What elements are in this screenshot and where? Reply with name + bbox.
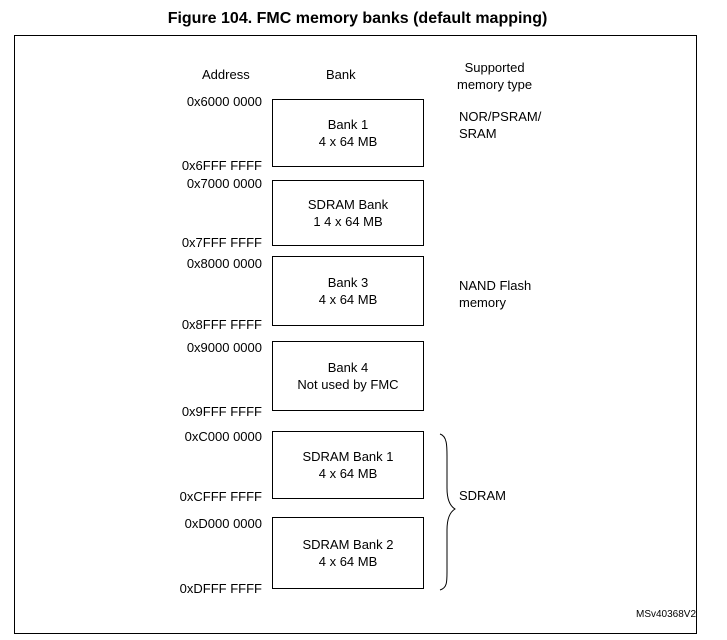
bank-size: 4 x 64 MB: [318, 292, 378, 307]
bank1-start-address: 0x6000 0000: [186, 94, 262, 109]
bank5-start-address: 0xC000 0000: [184, 429, 262, 444]
bank6-start-address: 0xD000 0000: [184, 516, 262, 531]
bank-label: SDRAM Bank 2: [302, 537, 394, 552]
bank-header: Bank: [326, 67, 356, 82]
bank-box-1: Bank 1 4 x 64 MB: [272, 99, 424, 167]
bank6-end-address: 0xDFFF FFFF: [179, 581, 262, 596]
bank1-end-address: 0x6FFF FFFF: [181, 158, 262, 173]
bank-label: SDRAM Bank 1: [302, 449, 394, 464]
memory-type-header: Supported memory type: [457, 60, 533, 92]
bank-box-2: SDRAM Bank 1 4 x 64 MB: [272, 180, 424, 246]
memory-type-sdram: SDRAM: [459, 488, 506, 503]
memory-type-nor: NOR/PSRAM/ SRAM: [459, 109, 542, 141]
bank5-end-address: 0xCFFF FFFF: [179, 489, 262, 504]
bank-label: Bank 1: [327, 117, 369, 132]
bank-label: Bank 4: [327, 360, 369, 375]
bank3-start-address: 0x8000 0000: [186, 256, 262, 271]
bank-box-4: Bank 4 Not used by FMC: [272, 341, 424, 411]
bank2-start-address: 0x7000 0000: [186, 176, 262, 191]
bank-box-5: SDRAM Bank 1 4 x 64 MB: [272, 431, 424, 499]
bank-box-6: SDRAM Bank 2 4 x 64 MB: [272, 517, 424, 589]
bank-box-3: Bank 3 4 x 64 MB: [272, 256, 424, 326]
figure-title: Figure 104. FMC memory banks (default ma…: [167, 10, 548, 27]
bank-size: 4 x 64 MB: [318, 134, 378, 149]
bank2-end-address: 0x7FFF FFFF: [181, 235, 262, 250]
bank-label: SDRAM Bank: [307, 197, 389, 212]
address-header: Address: [202, 67, 250, 82]
bank-size: Not used by FMC: [297, 377, 399, 392]
bank-label: Bank 3: [327, 275, 369, 290]
figure-frame: [14, 35, 697, 634]
memory-type-nand: NAND Flash memory: [459, 278, 532, 310]
bank-size: 4 x 64 MB: [318, 466, 378, 481]
bank-size: 1 4 x 64 MB: [313, 214, 383, 229]
bank4-end-address: 0x9FFF FFFF: [181, 404, 262, 419]
bank3-end-address: 0x8FFF FFFF: [181, 317, 262, 332]
bank-size: 4 x 64 MB: [318, 554, 378, 569]
bank4-start-address: 0x9000 0000: [186, 340, 262, 355]
figure-id: MSv40368V2: [636, 609, 697, 620]
